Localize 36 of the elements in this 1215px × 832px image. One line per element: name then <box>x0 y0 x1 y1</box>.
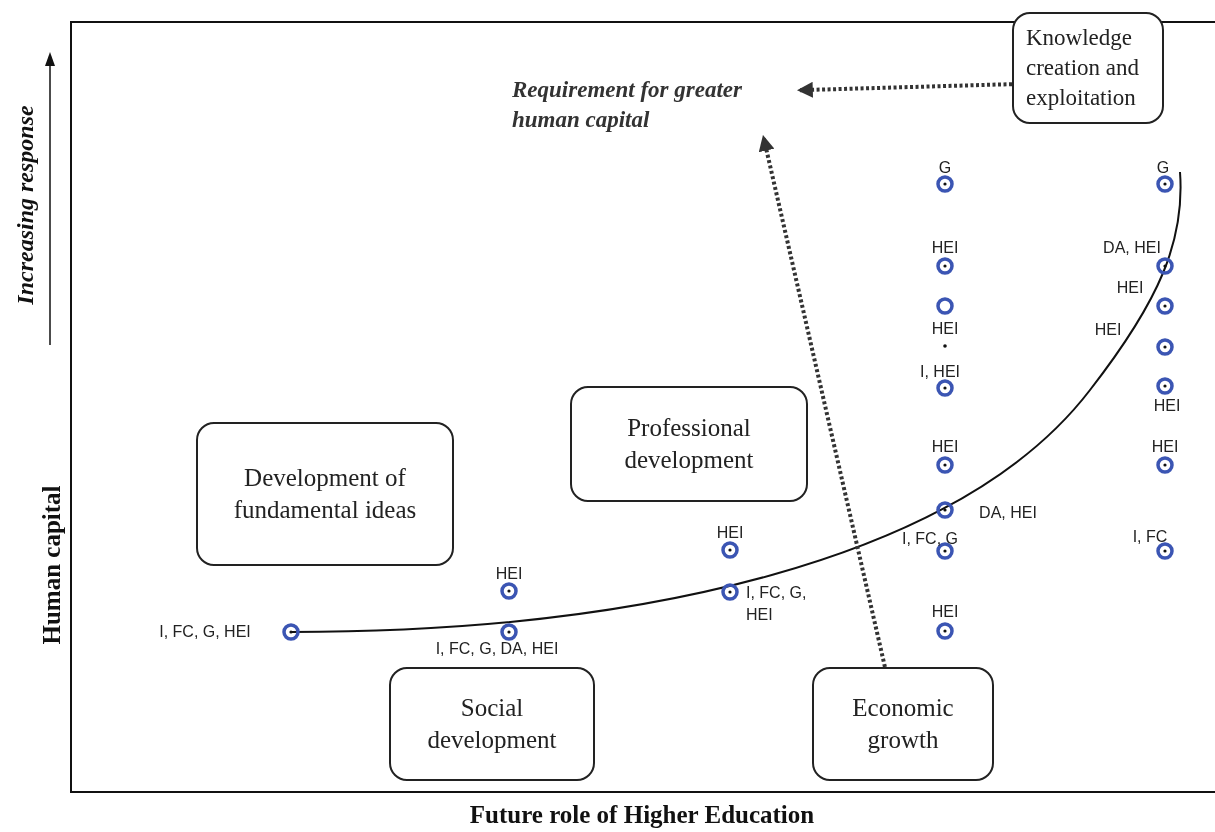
annotation-text: Requirement for greater human capital <box>512 76 743 134</box>
point-label: HEI <box>931 319 959 340</box>
point-label: HEI <box>1116 278 1144 299</box>
point-label: I, FC, G <box>902 529 958 550</box>
point-label: I, FC, G, DA, HEI <box>435 639 559 660</box>
point-label: HEI <box>931 437 959 458</box>
box-label: Development of fundamental ideas <box>232 462 418 525</box>
point-label: I, FC <box>1132 527 1168 548</box>
point-label: I, FC, G, HEI <box>159 622 251 643</box>
point-label: HEI <box>931 238 959 259</box>
rounded-box <box>1012 12 1164 124</box>
point-label: I, HEI <box>920 362 960 383</box>
box-label: Social development <box>426 692 558 755</box>
dotted-arrow <box>796 81 1013 98</box>
rounded-box <box>196 422 454 566</box>
axis-title: Future role of Higher Education <box>469 801 815 829</box>
point-label: HEI <box>495 564 523 585</box>
point-label: DA, HEI <box>1103 238 1161 259</box>
axis-title: Increasing response <box>11 105 39 305</box>
point-label: G <box>938 158 952 179</box>
point-label: I, FC, G, HEI <box>746 583 808 625</box>
rounded-box <box>812 667 994 781</box>
rounded-box <box>389 667 595 781</box>
point-label: HEI <box>931 602 959 623</box>
point-label: HEI <box>716 523 744 544</box>
box-label: Professional development <box>623 412 755 475</box>
point-label: DA, HEI <box>979 503 1037 524</box>
point-label: G <box>1156 158 1170 179</box>
point-label: HEI <box>1094 320 1122 341</box>
dotted-arrow <box>758 134 887 668</box>
box-label: Economic growth <box>851 692 955 755</box>
point-label: HEI <box>1153 396 1181 417</box>
rounded-box <box>570 386 808 502</box>
point-label: HEI <box>1151 437 1179 458</box>
axis-title: Human capital <box>38 485 66 645</box>
box-label: Knowledge creation and exploitation <box>1026 24 1141 112</box>
